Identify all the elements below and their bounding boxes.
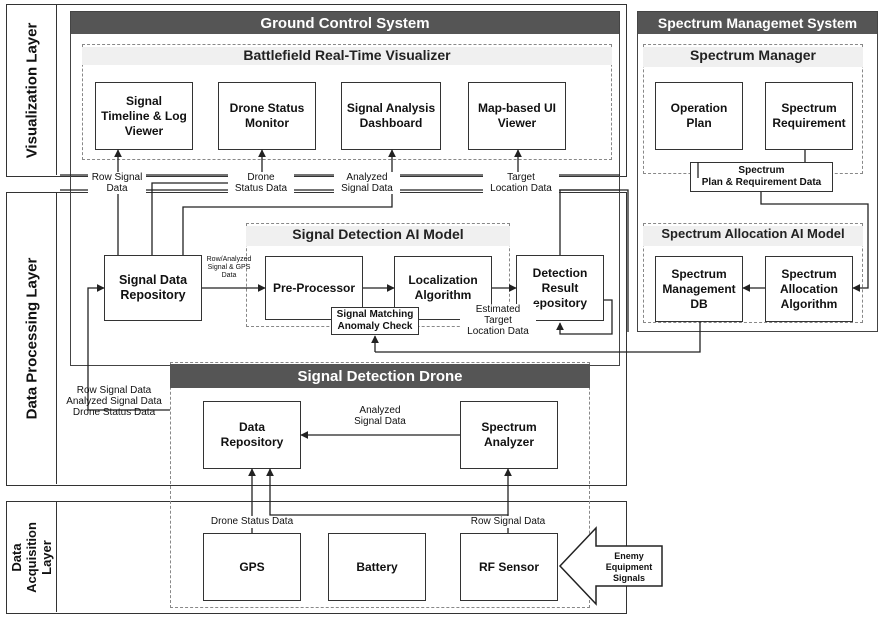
- signal-timeline-viewer: Signal Timeline & Log Viewer: [95, 82, 193, 150]
- visualization-layer-label: Visualization Layer: [7, 5, 57, 175]
- gps-box: GPS: [203, 533, 301, 601]
- spectrum-allocation-algorithm: Spectrum Allocation Algorithm: [765, 256, 853, 322]
- signal-matching-anomaly-check: Signal Matching Anomaly Check: [331, 307, 419, 335]
- pre-processor: Pre-Processor: [265, 256, 363, 320]
- spectrum-ai-title: Spectrum Allocation AI Model: [643, 226, 863, 246]
- spectrum-system-title: Spectrum Managemet System: [638, 12, 877, 34]
- drone-status-monitor: Drone Status Monitor: [218, 82, 316, 150]
- spectrum-management-db: Spectrum Management DB: [655, 256, 743, 322]
- label-target-location: Target Location Data: [483, 172, 559, 194]
- ground-control-title: Ground Control System: [71, 12, 619, 34]
- operation-plan: Operation Plan: [655, 82, 743, 150]
- spectrum-analyzer: Spectrum Analyzer: [460, 401, 558, 469]
- label-drone-analyzed: Analyzed Signal Data: [345, 405, 415, 427]
- label-to-ground: Row Signal Data Analyzed Signal Data Dro…: [66, 385, 162, 418]
- label-analyzed-signal: Analyzed Signal Data: [334, 172, 400, 194]
- detection-result-repository: Detection Result epository: [516, 255, 604, 321]
- visualizer-title: Battlefield Real-Time Visualizer: [82, 47, 612, 65]
- spectrum-requirement: Spectrum Requirement: [765, 82, 853, 150]
- signal-ai-model-title: Signal Detection AI Model: [246, 226, 510, 246]
- label-row-analyzed-gps: Row/Analyzed Signal & GPS Data: [206, 256, 252, 279]
- localization-algorithm: Localization Algorithm: [394, 256, 492, 320]
- enemy-equipment-signals: Enemy Equipment Signals: [605, 551, 653, 583]
- label-drone-status-data: Drone Status Data: [202, 516, 302, 528]
- acquisition-layer-label: Data Acquisition Layer: [7, 502, 57, 612]
- battery-box: Battery: [328, 533, 426, 601]
- processing-layer-label: Data Processing Layer: [7, 193, 57, 484]
- spectrum-plan-data-label: Spectrum Plan & Requirement Data: [690, 162, 833, 192]
- label-drone-status: Drone Status Data: [228, 172, 294, 194]
- label-row-signal-data: Row Signal Data: [462, 516, 554, 528]
- drone-title: Signal Detection Drone: [170, 364, 590, 388]
- drone-data-repository: Data Repository: [203, 401, 301, 469]
- signal-data-repository: Signal Data Repository: [104, 255, 202, 321]
- drone-group: [170, 362, 590, 608]
- enemy-signal-arrow: [558, 526, 663, 606]
- spectrum-manager-title: Spectrum Manager: [643, 47, 863, 67]
- label-row-signal: Row Signal Data: [88, 172, 146, 194]
- signal-analysis-dashboard: Signal Analysis Dashboard: [341, 82, 441, 150]
- rf-sensor-box: RF Sensor: [460, 533, 558, 601]
- label-estimated-target: Estimated Target Location Data: [460, 304, 536, 338]
